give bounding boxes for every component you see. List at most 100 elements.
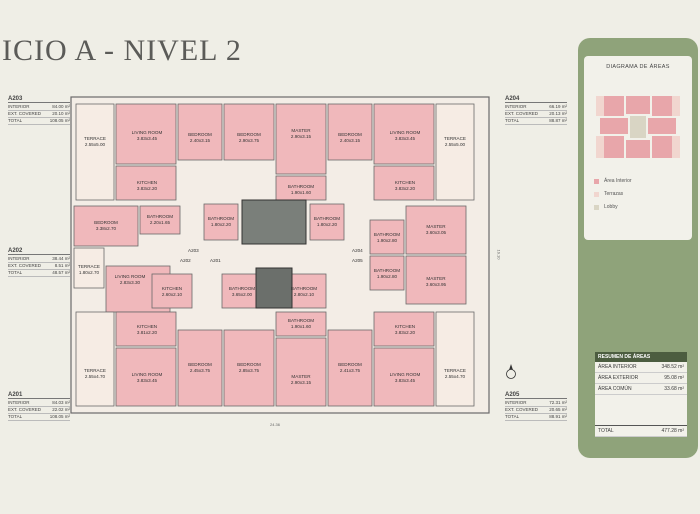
room-terrace-tr	[435, 103, 475, 201]
room-kitchen-tr	[373, 165, 435, 201]
area-diagram-thumbnail	[596, 94, 680, 160]
label-master-r1: MASTER 3.60x3.05	[425, 224, 447, 235]
label-kitchen-tl: KITCHEN 3.83x2.20	[136, 180, 158, 191]
label-bathroom-t: BATHROOM 1.90x1.60	[287, 184, 315, 195]
label-living-tr: LIVING ROOM 3.83x3.45	[389, 130, 421, 141]
label-bedroom-b2: BEDROOM 2.85x3.75	[237, 362, 261, 373]
room-bedroom-b1	[177, 329, 223, 407]
label-terrace-l: TERRACE 1.80x2.70	[78, 264, 100, 275]
room-bathroom-l	[139, 205, 181, 235]
label-living-l: LIVING ROOM 2.83x3.30	[114, 274, 146, 285]
unit-code: A204	[505, 96, 567, 103]
room-master-r2	[405, 255, 467, 305]
room-bedroom-b2	[223, 329, 275, 407]
room-bathroom-r1	[369, 219, 405, 255]
terrace-areas	[73, 103, 475, 407]
label-bedroom-t3: BEDROOM 2.40x3.15	[338, 132, 362, 143]
label-master-b: MASTER 2.90x3.15	[290, 374, 312, 385]
label-kitchen-br: KITCHEN 3.83x2.20	[394, 324, 416, 335]
dimension-height: 19.10	[496, 249, 502, 260]
unit-code: A203	[8, 96, 70, 103]
north-arrow-icon	[506, 364, 516, 379]
unit-tag: A203	[188, 248, 199, 253]
room-bedroom-t1	[177, 103, 223, 161]
room-master-r1	[405, 205, 467, 255]
room-terrace-l	[73, 247, 105, 289]
room-living-br	[373, 347, 435, 407]
unit-tag: A202	[180, 258, 191, 263]
room-bathroom-b	[275, 311, 327, 337]
area-diagram-card: DIAGRAMA DE ÁREAS Área Interior Terr	[584, 56, 692, 240]
elevator-core-bottom	[255, 267, 293, 309]
unit-tag: A204	[352, 248, 363, 253]
label-master-r2: MASTER 3.60x3.95	[425, 276, 447, 287]
room-kitchen-tl	[115, 165, 177, 201]
room-bedroom-t2	[223, 103, 275, 161]
floor-plan	[70, 96, 490, 414]
room-bathroom-cr	[309, 203, 345, 241]
diagram-title: DIAGRAMA DE ÁREAS	[606, 64, 670, 70]
label-terrace-tr: TERRACE 2.55x5.00	[444, 136, 466, 147]
unit-code: A205	[505, 392, 567, 399]
label-bathroom-b: BATHROOM 1.90x1.60	[287, 318, 315, 329]
dimension-width: 24.36	[270, 422, 281, 427]
label-terrace-bl: TERRACE 2.55x4.70	[84, 368, 106, 379]
summary-title: RESUMEN DE ÁREAS	[595, 352, 687, 362]
label-terrace-tl: TERRACE 2.55x5.00	[84, 136, 106, 147]
room-bedroom-l	[73, 205, 139, 247]
label-bedroom-b3: BEDROOM 2.41x3.75	[338, 362, 362, 373]
legend-item-lobby: Lobby	[594, 204, 632, 210]
label-kitchen-bl: KITCHEN 3.81x2.20	[136, 324, 158, 335]
diagram-legend: Área Interior Terrazas Lobby	[594, 178, 632, 217]
room-bathroom-cl	[203, 203, 239, 241]
room-bedroom-t3	[327, 103, 373, 161]
label-terrace-br: TERRACE 2.55x4.70	[444, 368, 466, 379]
label-bathroom-l: BATHROOM 2.20x1.65	[146, 214, 174, 225]
page-title: ICIO A - NIVEL 2	[2, 34, 242, 67]
label-master-t: MASTER 2.90x3.15	[290, 128, 312, 139]
swatch-terraces	[594, 191, 599, 197]
label-bathroom-cr: BATHROOM 1.80x2.20	[313, 216, 341, 227]
label-bathroom-cl: BATHROOM 1.80x2.20	[207, 216, 235, 227]
interior-areas	[73, 103, 467, 407]
unit-code: A201	[8, 392, 70, 399]
label-bedroom-t2: BEDROOM 2.90x3.75	[237, 132, 261, 143]
room-living-tr	[373, 103, 435, 165]
label-kitchen-tr: KITCHEN 3.83x2.20	[394, 180, 416, 191]
swatch-interior	[594, 178, 599, 184]
label-bathroom-c3: BATHROOM 2.80x2.10	[290, 286, 318, 297]
room-master-b	[275, 337, 327, 407]
label-kitchen-l: KITCHEN 2.60x2.10	[161, 286, 183, 297]
legend-item-terraces: Terrazas	[594, 191, 632, 197]
room-kitchen-bl	[115, 311, 177, 347]
label-bathroom-c2: BATHROOM 3.65x2.00	[228, 286, 256, 297]
label-bedroom-l: BEDROOM 3.38x2.70	[94, 220, 118, 231]
label-bedroom-b1: BEDROOM 2.45x3.75	[188, 362, 212, 373]
room-kitchen-l	[151, 273, 193, 309]
swatch-lobby	[594, 204, 599, 210]
label-bedroom-t1: BEDROOM 2.40x3.15	[188, 132, 212, 143]
room-living-bl	[115, 347, 177, 407]
label-bathroom-r1: BATHROOM 1.90x2.80	[373, 232, 401, 243]
room-terrace-bl	[75, 311, 115, 407]
room-kitchen-br	[373, 311, 435, 347]
label-living-bl: LIVING ROOM 3.83x3.45	[131, 372, 163, 383]
floor-plan-svg	[70, 96, 490, 414]
